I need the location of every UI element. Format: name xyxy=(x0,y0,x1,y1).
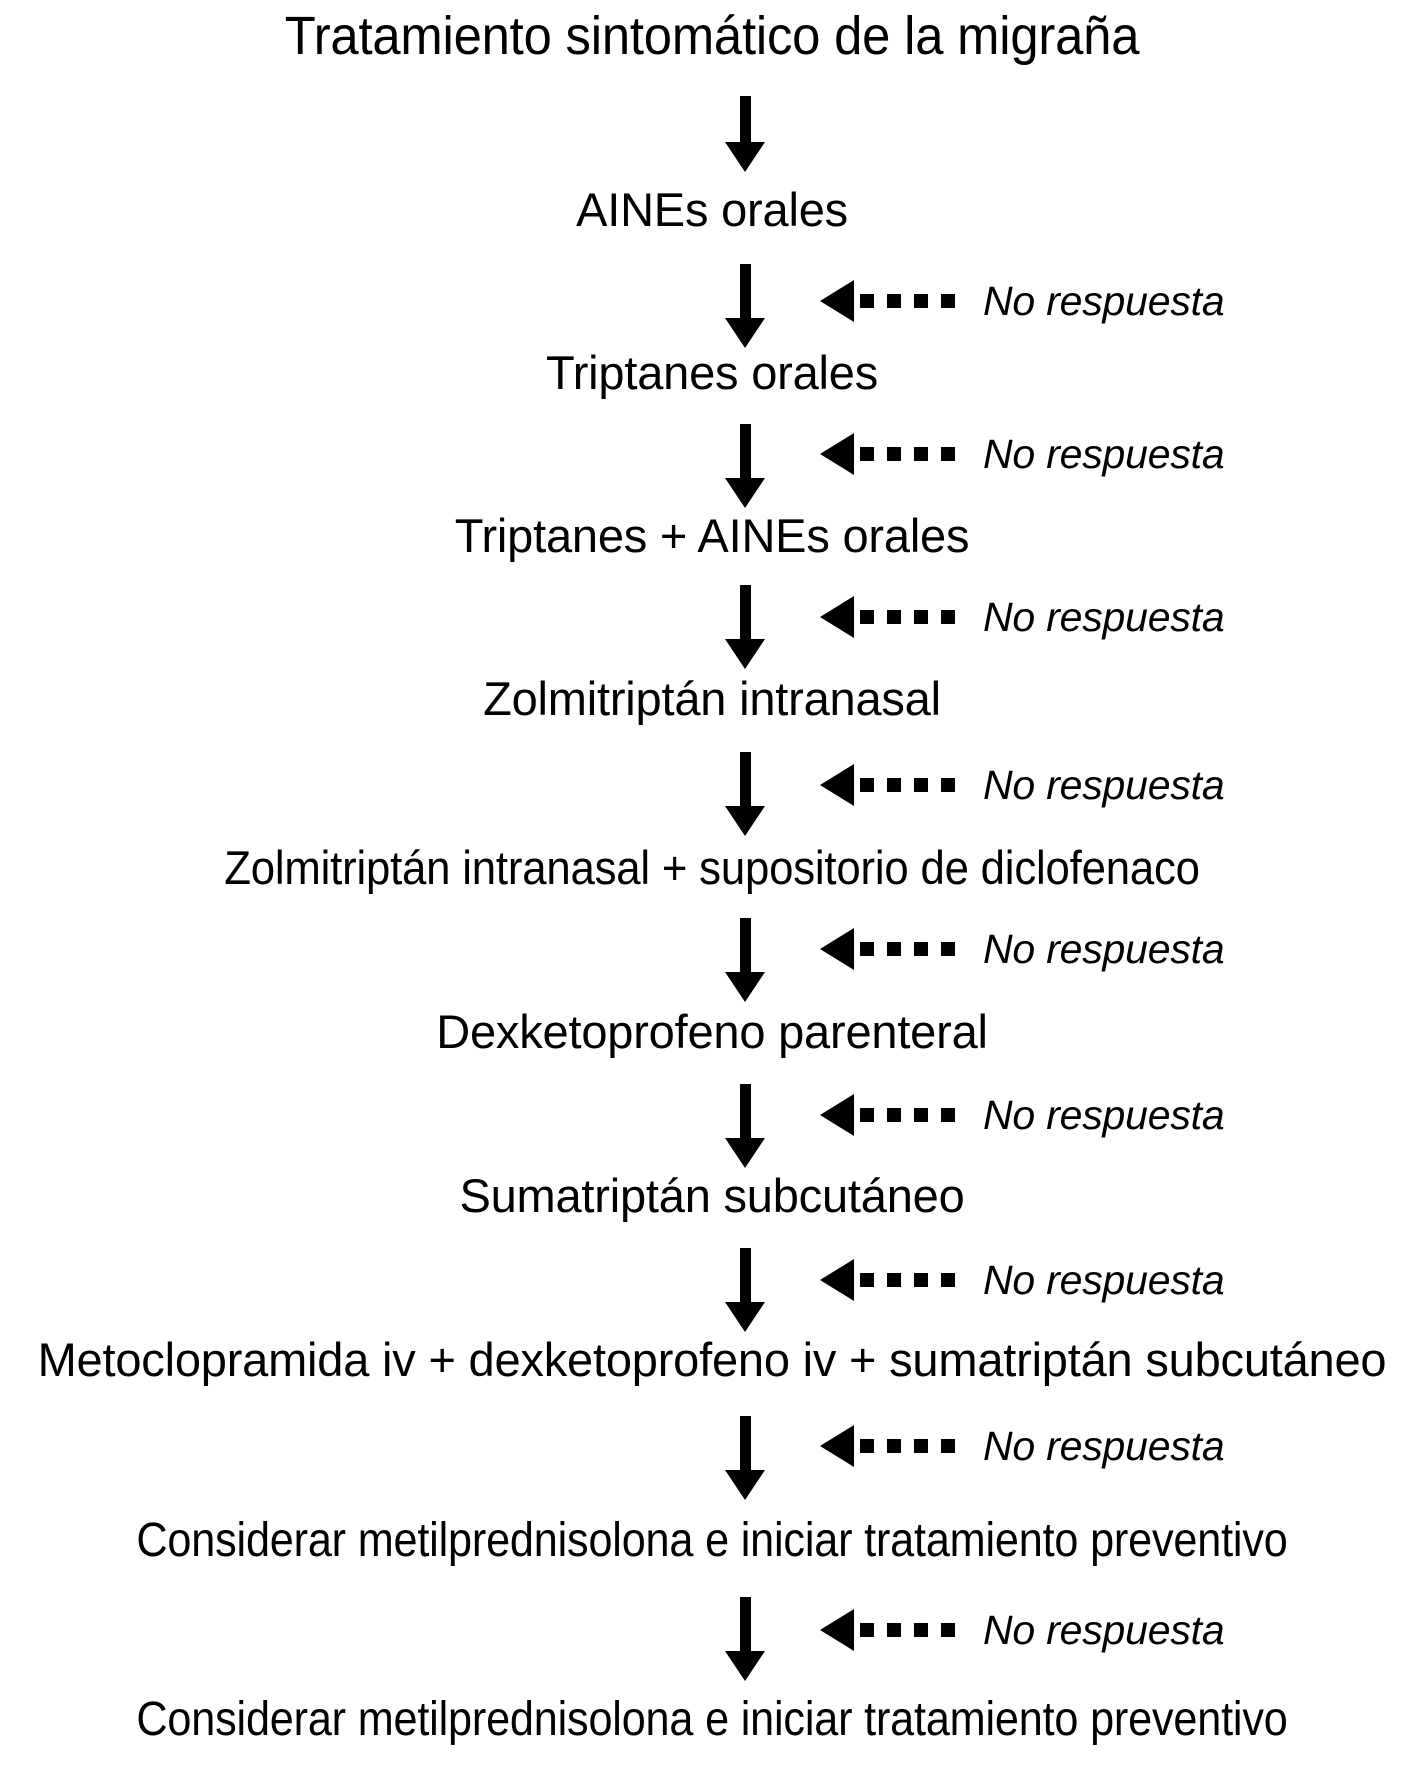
branch-arrowhead-icon xyxy=(820,596,854,638)
branch-arrowhead-icon xyxy=(820,1094,854,1136)
arrow-shaft xyxy=(740,1416,751,1476)
branch-label: No respuesta xyxy=(983,1607,1225,1653)
flow-arrow-6 xyxy=(725,1084,765,1170)
branch-label: No respuesta xyxy=(983,278,1225,324)
branch-arrowhead-icon xyxy=(820,433,854,475)
dotted-line xyxy=(860,778,955,792)
flow-node-8: Considerar metilprednisolona e iniciar t… xyxy=(136,1514,1288,1567)
branch-label: No respuesta xyxy=(983,1423,1225,1469)
flow-node-6: Sumatriptán subcutáneo xyxy=(459,1169,965,1222)
arrow-shaft xyxy=(740,752,751,812)
dotted-line xyxy=(860,1108,955,1122)
arrow-shaft xyxy=(740,424,751,484)
flow-arrow-9 xyxy=(725,1597,765,1683)
flow-node-7: Metoclopramida iv + dexketoprofeno iv + … xyxy=(37,1333,1387,1386)
flow-node-5: Dexketoprofeno parenteral xyxy=(436,1005,988,1058)
dotted-line xyxy=(860,610,955,624)
flow-node-1: Triptanes orales xyxy=(545,346,879,399)
branch-arrowhead-icon xyxy=(820,764,854,806)
arrow-head-icon xyxy=(725,1138,765,1168)
branch-label: No respuesta xyxy=(983,431,1225,477)
branch-label: No respuesta xyxy=(983,926,1225,972)
arrow-head-icon xyxy=(725,806,765,836)
flow-node-final: Considerar metilprednisolona e iniciar t… xyxy=(136,1693,1288,1746)
branch-arrowhead-icon xyxy=(820,280,854,322)
feedback-branch-1: No respuesta xyxy=(820,431,1225,477)
arrow-head-icon xyxy=(725,1302,765,1332)
feedback-branch-3: No respuesta xyxy=(820,762,1225,808)
flow-node-3: Zolmitriptán intranasal xyxy=(483,672,941,725)
feedback-branch-8: No respuesta xyxy=(820,1607,1225,1653)
branch-label: No respuesta xyxy=(983,762,1225,808)
arrow-shaft xyxy=(740,1597,751,1657)
dotted-line xyxy=(860,447,955,461)
dotted-line xyxy=(860,1623,955,1637)
flow-node-2: Triptanes + AINEs orales xyxy=(454,509,970,562)
arrow-head-icon xyxy=(725,478,765,508)
dotted-line xyxy=(860,1439,955,1453)
arrow-head-icon xyxy=(725,639,765,669)
flow-arrow-3 xyxy=(725,585,765,671)
flow-arrow-8 xyxy=(725,1416,765,1502)
feedback-branch-0: No respuesta xyxy=(820,278,1225,324)
feedback-branch-5: No respuesta xyxy=(820,1092,1225,1138)
arrow-shaft xyxy=(740,264,751,324)
arrow-shaft xyxy=(740,918,751,978)
flow-node-0: AINEs orales xyxy=(576,183,848,236)
feedback-branch-6: No respuesta xyxy=(820,1257,1225,1303)
flow-arrow-5 xyxy=(725,918,765,1004)
branch-arrowhead-icon xyxy=(820,1609,854,1651)
flow-arrow-1 xyxy=(725,264,765,350)
arrow-head-icon xyxy=(725,1470,765,1500)
arrow-shaft xyxy=(740,1084,751,1144)
feedback-branch-2: No respuesta xyxy=(820,594,1225,640)
flow-node-4: Zolmitriptán intranasal + supositorio de… xyxy=(224,841,1200,894)
flow-arrow-4 xyxy=(725,752,765,838)
branch-arrowhead-icon xyxy=(820,1259,854,1301)
arrow-head-icon xyxy=(725,318,765,348)
arrow-shaft xyxy=(740,585,751,645)
dotted-line xyxy=(860,942,955,956)
feedback-branch-7: No respuesta xyxy=(820,1423,1225,1469)
arrow-head-icon xyxy=(725,142,765,172)
flow-arrow-2 xyxy=(725,424,765,510)
branch-label: No respuesta xyxy=(983,1092,1225,1138)
arrow-shaft xyxy=(740,1248,751,1308)
dotted-line xyxy=(860,1273,955,1287)
branch-label: No respuesta xyxy=(983,1257,1225,1303)
page-title: Tratamiento sintomático de la migraña xyxy=(284,6,1140,66)
flow-arrow-7 xyxy=(725,1248,765,1334)
branch-label: No respuesta xyxy=(983,594,1225,640)
feedback-branch-4: No respuesta xyxy=(820,926,1225,972)
flow-arrow-0 xyxy=(725,96,765,172)
arrow-head-icon xyxy=(725,972,765,1002)
dotted-line xyxy=(860,294,955,308)
arrow-head-icon xyxy=(725,1651,765,1681)
arrow-shaft xyxy=(740,96,751,148)
branch-arrowhead-icon xyxy=(820,928,854,970)
branch-arrowhead-icon xyxy=(820,1425,854,1467)
